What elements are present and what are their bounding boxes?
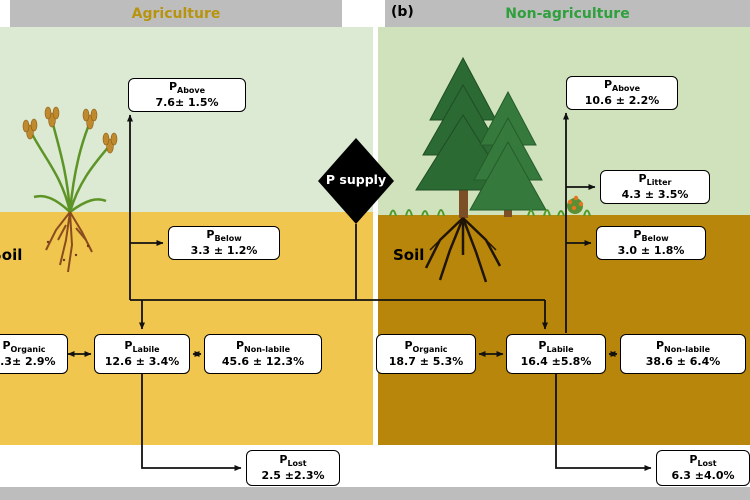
- pine-tree-small: [469, 90, 547, 217]
- p-labile-value-b: 16.4 ±5.8%: [520, 355, 592, 369]
- p-litter-label-b: PLitter: [638, 172, 672, 188]
- p-lost-value-a: 2.5 ±2.3%: [261, 469, 325, 483]
- p-below-value-a: 3.3 ± 1.2%: [190, 244, 258, 258]
- p-supply-label: P supply: [325, 172, 387, 187]
- p-lost-box-non-agriculture: PLost 6.3 ±4.0%: [656, 450, 750, 486]
- panel-b-header: (b) Non-agriculture: [385, 0, 750, 27]
- p-non-labile-label-b: PNon-labile: [655, 339, 711, 355]
- p-lost-box-agriculture: PLost 2.5 ±2.3%: [246, 450, 340, 486]
- panel-a-title: Agriculture: [131, 5, 221, 22]
- p-below-value-b: 3.0 ± 1.8%: [617, 244, 685, 258]
- tree-roots-illustration: [424, 217, 502, 283]
- p-lost-label-a: PLost: [279, 453, 307, 469]
- p-non-labile-label-a: PNon-labile: [235, 339, 291, 355]
- p-organic-label-a: POrganic: [2, 339, 46, 355]
- p-above-value-a: 7.6± 1.5%: [155, 96, 219, 110]
- p-litter-box-non-agriculture: PLitter 4.3 ± 3.5%: [600, 170, 710, 204]
- p-labile-label-a: PLabile: [124, 339, 160, 355]
- panel-divider: [373, 27, 378, 445]
- p-labile-label-b: PLabile: [538, 339, 574, 355]
- bottom-gray-bar: [0, 487, 750, 500]
- p-labile-value-a: 12.6 ± 3.4%: [104, 355, 180, 369]
- p-non-labile-value-a: 45.6 ± 12.3%: [221, 355, 305, 369]
- p-below-box-non-agriculture: PBelow 3.0 ± 1.8%: [596, 226, 706, 260]
- p-above-label-a: PAbove: [168, 80, 206, 96]
- p-organic-label-b: POrganic: [404, 339, 448, 355]
- p-above-box-agriculture: PAbove 7.6± 1.5%: [128, 78, 246, 112]
- sky-region-agriculture: [0, 27, 373, 212]
- p-non-labile-box-non-agriculture: PNon-labile 38.6 ± 6.4%: [620, 334, 746, 374]
- panel-b-title: Non-agriculture: [505, 5, 630, 22]
- soil-label-non-agriculture: Soil: [393, 246, 425, 264]
- flower-bush-illustration: [567, 195, 584, 214]
- p-litter-value-b: 4.3 ± 3.5%: [621, 188, 689, 202]
- p-above-value-b: 10.6 ± 2.2%: [584, 94, 660, 108]
- panel-a-header: Agriculture: [10, 0, 342, 27]
- panel-b-tag: (b): [391, 4, 414, 20]
- p-organic-box-non-agriculture: POrganic 18.7 ± 5.3%: [376, 334, 476, 374]
- p-non-labile-value-b: 38.6 ± 6.4%: [645, 355, 721, 369]
- wheat-plant-illustration: [22, 106, 118, 273]
- p-lost-value-b: 6.3 ±4.0%: [671, 469, 735, 483]
- p-supply-diamond: [318, 138, 394, 224]
- p-above-label-b: PAbove: [603, 78, 641, 94]
- grass-illustration: [389, 209, 591, 217]
- p-below-box-agriculture: PBelow 3.3 ± 1.2%: [168, 226, 280, 260]
- p-organic-value-a: 2.3± 2.9%: [0, 355, 56, 369]
- p-lost-label-b: PLost: [689, 453, 717, 469]
- p-organic-value-b: 18.7 ± 5.3%: [388, 355, 464, 369]
- p-labile-box-non-agriculture: PLabile 16.4 ±5.8%: [506, 334, 606, 374]
- p-below-label-b: PBelow: [633, 228, 669, 244]
- grain-heads: [22, 106, 118, 154]
- p-non-labile-box-agriculture: PNon-labile 45.6 ± 12.3%: [204, 334, 322, 374]
- p-above-box-non-agriculture: PAbove 10.6 ± 2.2%: [566, 76, 678, 110]
- soil-label-agriculture: Soil: [0, 246, 23, 264]
- conifer-trees-illustration: [389, 56, 591, 283]
- p-organic-box-agriculture: POrganic 2.3± 2.9%: [0, 334, 68, 374]
- p-below-label-a: PBelow: [206, 228, 242, 244]
- p-labile-box-agriculture: PLabile 12.6 ± 3.4%: [94, 334, 190, 374]
